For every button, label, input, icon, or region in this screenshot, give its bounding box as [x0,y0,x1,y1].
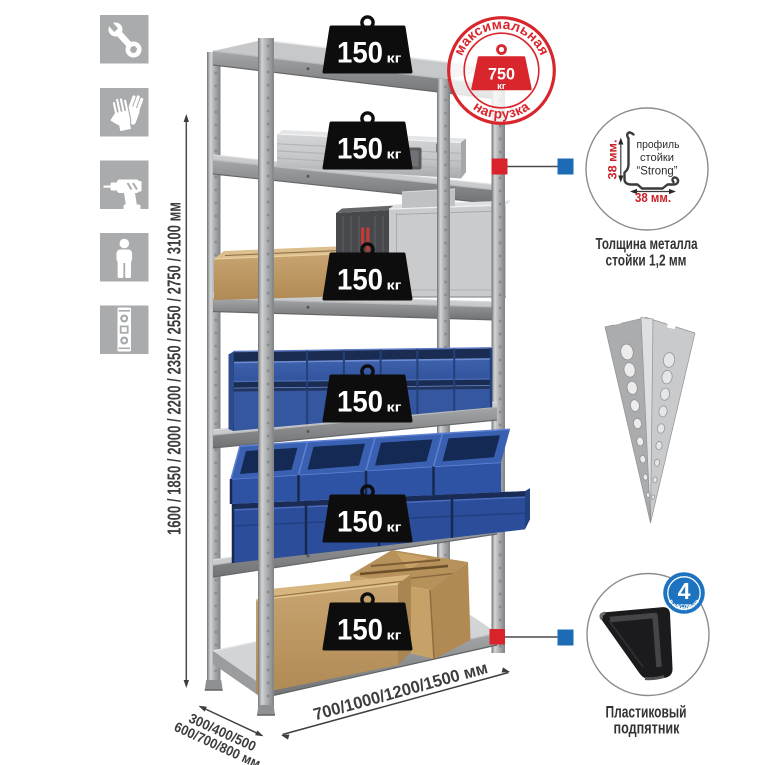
svg-text:кг: кг [387,279,402,293]
svg-text:штуки: штуки [677,604,692,609]
svg-text:кг: кг [387,401,402,415]
svg-text:150: 150 [337,133,383,166]
svg-text:подпятник: подпятник [614,720,681,738]
svg-text:кг: кг [387,148,402,162]
svg-text:“Strong”: “Strong” [637,165,678,178]
svg-text:150: 150 [337,386,383,419]
svg-text:750: 750 [488,65,515,84]
svg-text:профиль: профиль [637,139,680,151]
svg-text:кг: кг [387,629,402,643]
svg-text:150: 150 [337,37,383,70]
svg-text:кг: кг [387,52,402,66]
svg-text:стойки 1,2 мм: стойки 1,2 мм [606,253,687,270]
svg-text:кг: кг [497,81,506,92]
svg-text:150: 150 [337,264,383,297]
svg-text:Толщина металла: Толщина металла [596,236,698,253]
svg-text:стойки: стойки [640,152,674,164]
svg-text:Пластиковый: Пластиковый [606,704,687,722]
svg-text:38 мм.: 38 мм. [635,191,671,205]
svg-text:150: 150 [337,614,383,647]
svg-text:1600 / 1850 / 2000 / 2200 / 23: 1600 / 1850 / 2000 / 2200 / 2350 / 2550 … [165,202,185,535]
svg-text:нагрузка: нагрузка [471,99,533,122]
svg-text:кг: кг [387,521,402,535]
svg-text:38 мм.: 38 мм. [606,140,620,180]
svg-text:4: 4 [678,578,691,604]
svg-text:150: 150 [337,506,383,539]
